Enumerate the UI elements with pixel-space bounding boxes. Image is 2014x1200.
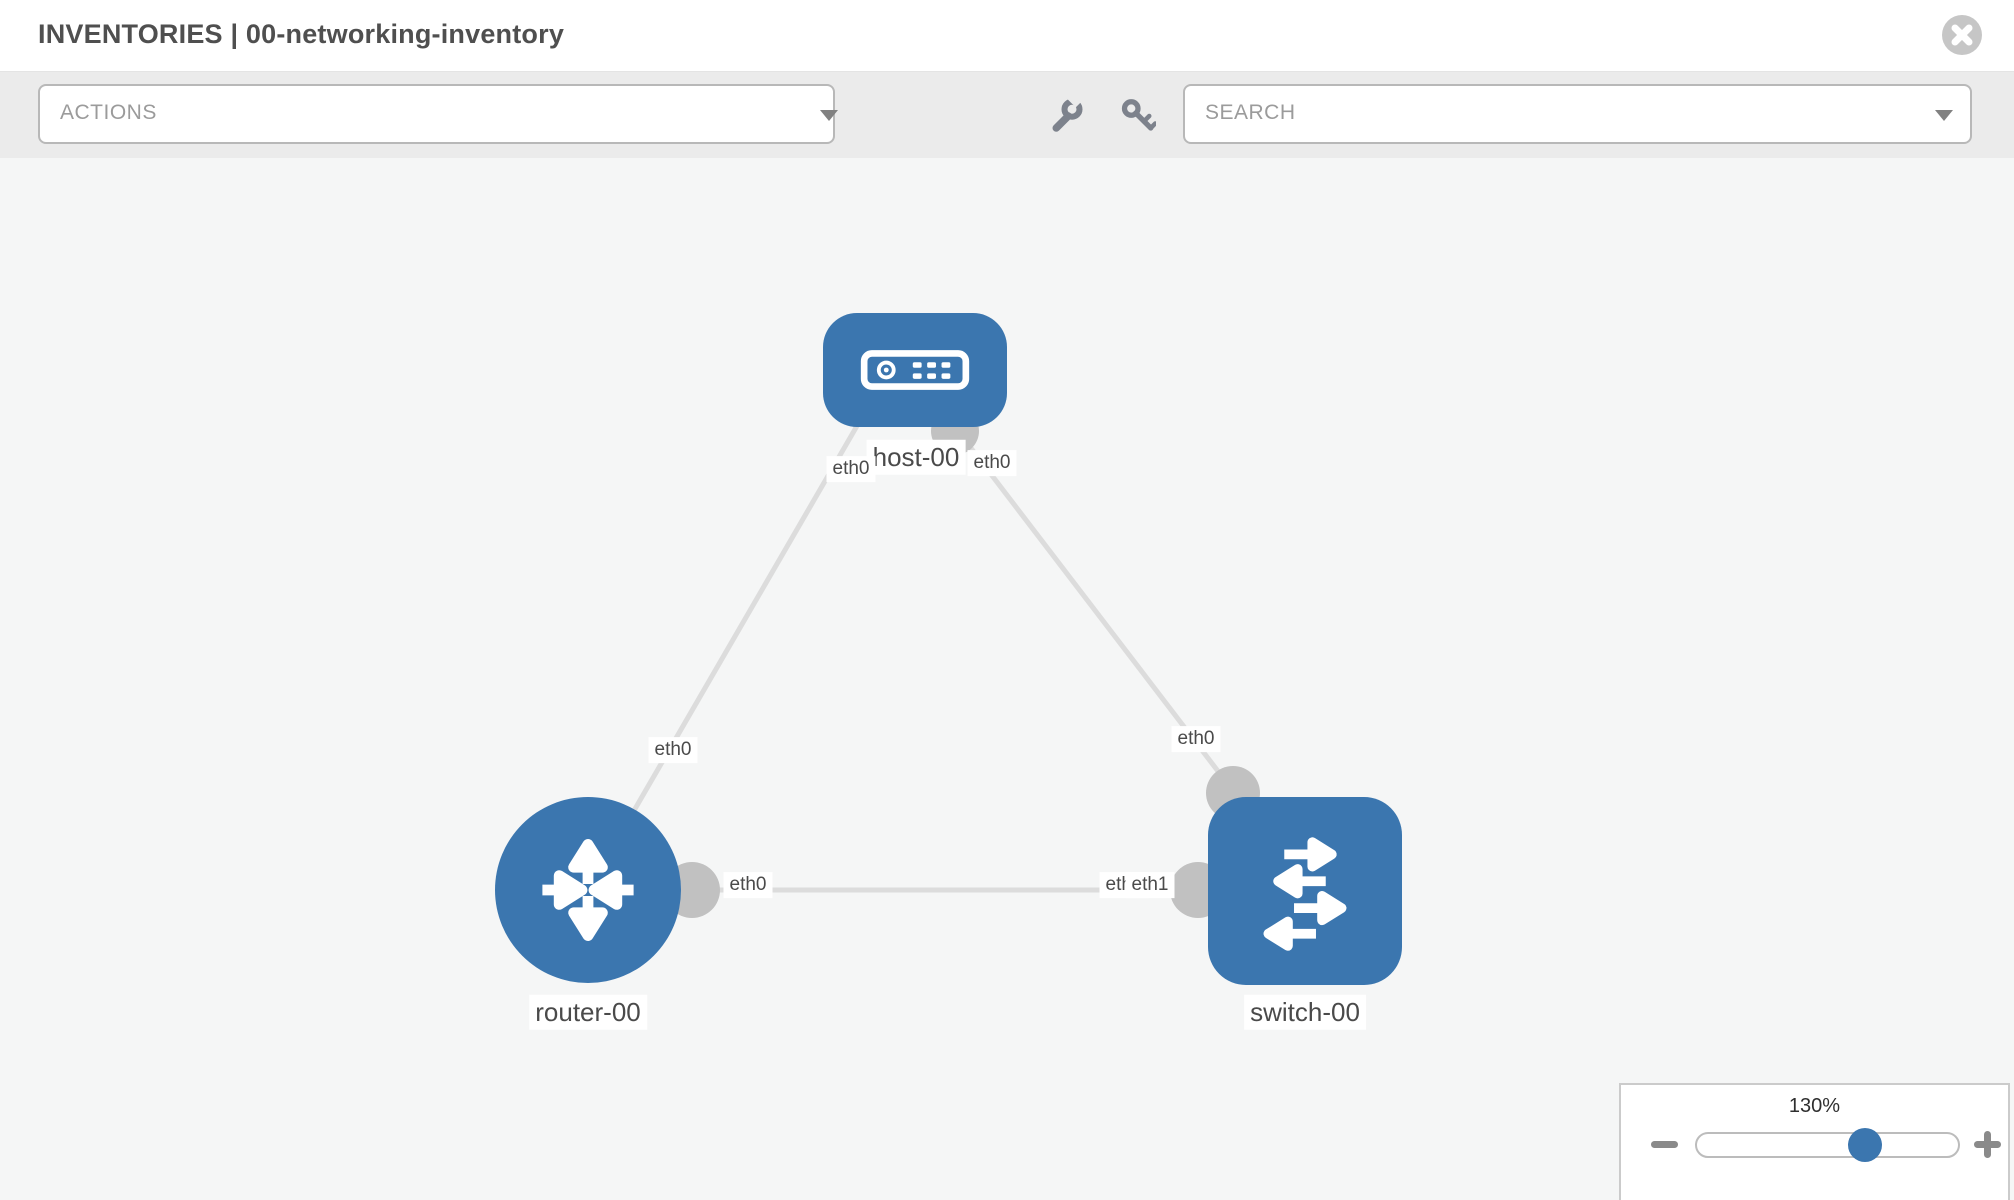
key-button[interactable] <box>1120 98 1158 134</box>
iface-label-host-right: eth0 <box>967 450 1017 476</box>
node-switch[interactable] <box>1208 797 1402 985</box>
zoom-panel: 130% <box>1619 1083 2010 1200</box>
key-icon <box>1120 99 1158 138</box>
zoom-out-button[interactable] <box>1651 1141 1678 1148</box>
zoom-slider-thumb[interactable] <box>1848 1128 1882 1162</box>
iface-label-router-right: eth0 <box>723 872 773 898</box>
topology-canvas[interactable]: host-00 router-00 switch-00 eth0 eth0 et… <box>0 158 2014 1200</box>
node-host[interactable] <box>823 313 1007 427</box>
close-button[interactable] <box>1942 15 1982 55</box>
iface-label-router-top: eth0 <box>648 737 698 763</box>
zoom-slider-track[interactable] <box>1695 1132 1960 1158</box>
toolbar: ACTIONS SEARC <box>0 72 2014 159</box>
header-bar: INVENTORIES | 00-networking-inventory <box>0 0 2014 72</box>
page-title: INVENTORIES | 00-networking-inventory <box>38 19 565 49</box>
chevron-down-icon <box>820 110 838 121</box>
wrench-icon <box>1048 84 1088 138</box>
node-label-switch: switch-00 <box>1244 994 1366 1030</box>
zoom-level-value: 130% <box>1788 1095 1841 1117</box>
plus-icon[interactable] <box>1984 1131 1991 1158</box>
search-dropdown[interactable]: SEARCH <box>1183 84 1972 144</box>
chevron-down-icon <box>1935 110 1953 121</box>
iface-label-host-left: eth0 <box>826 456 876 482</box>
actions-dropdown-label: ACTIONS <box>60 101 157 124</box>
node-label-host: host-00 <box>866 439 966 475</box>
link-host-router[interactable] <box>585 398 875 892</box>
search-dropdown-label: SEARCH <box>1205 101 1296 124</box>
actions-dropdown[interactable]: ACTIONS <box>38 84 838 144</box>
links-layer <box>585 398 1305 918</box>
wrench-button[interactable] <box>1048 84 1088 134</box>
node-router[interactable] <box>495 797 681 983</box>
iface-label-switch-left-front: eth1 <box>1125 872 1175 898</box>
iface-label-switch-top: eth0 <box>1171 726 1221 752</box>
node-label-router: router-00 <box>529 994 647 1030</box>
